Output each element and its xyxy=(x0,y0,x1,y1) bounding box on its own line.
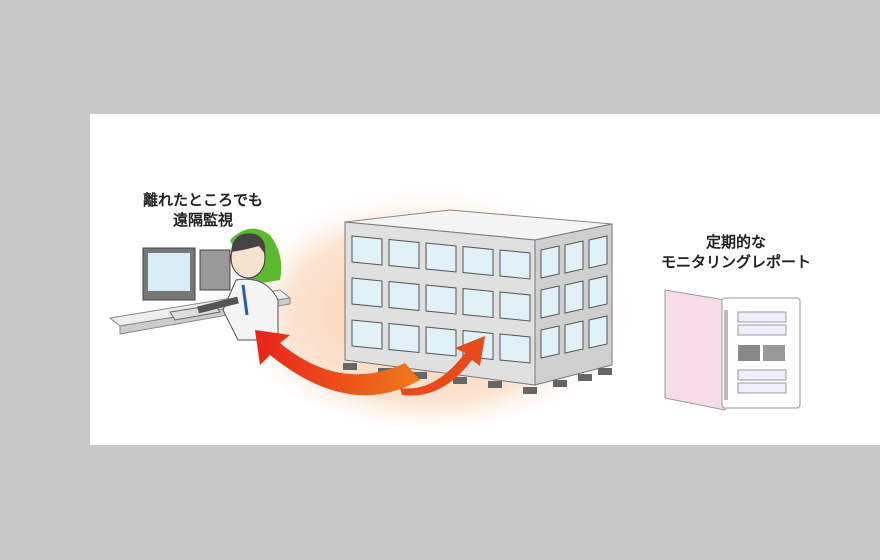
arrow-to-operator xyxy=(255,330,420,396)
window xyxy=(388,322,420,354)
window xyxy=(351,235,383,266)
window xyxy=(462,245,494,277)
caption-line: 遠隔監視 xyxy=(172,211,233,229)
window xyxy=(462,287,494,319)
remote-monitoring-caption: 離れたところでも 遠隔監視 xyxy=(118,190,288,230)
window xyxy=(499,291,531,322)
caption-line: モニタリングレポート xyxy=(660,253,811,271)
report-caption: 定期的な モニタリングレポート xyxy=(636,232,836,272)
window xyxy=(388,280,420,312)
window xyxy=(564,320,584,354)
window xyxy=(588,275,608,309)
seismic-isolator-pad xyxy=(488,381,502,388)
caption-line: 離れたところでも xyxy=(142,191,263,209)
remote-operator-scene xyxy=(108,228,292,341)
window xyxy=(388,238,420,270)
data-transfer-arrows xyxy=(255,330,485,396)
window xyxy=(588,315,608,349)
building xyxy=(343,209,613,394)
window xyxy=(425,284,457,315)
window xyxy=(351,277,383,308)
window xyxy=(499,249,531,280)
seismic-isolator-pad xyxy=(553,380,567,387)
seismic-isolator-pad xyxy=(598,368,612,375)
window xyxy=(499,333,531,364)
seismic-isolator-pad xyxy=(343,363,357,370)
window xyxy=(425,242,457,273)
seismic-isolator-pad xyxy=(523,387,537,394)
arrow-to-building xyxy=(400,336,485,396)
monitoring-report xyxy=(664,289,801,411)
seismic-isolator-pad xyxy=(413,372,427,379)
window xyxy=(351,319,383,350)
window xyxy=(425,326,457,357)
seismic-isolator-pad xyxy=(453,377,467,384)
window xyxy=(540,245,560,279)
seismic-isolator-pad xyxy=(578,374,592,381)
window xyxy=(564,280,584,314)
window xyxy=(588,235,608,269)
window xyxy=(540,325,560,359)
pc-tower-icon xyxy=(199,249,231,291)
window xyxy=(564,240,584,274)
caption-line: 定期的な xyxy=(705,233,766,251)
window xyxy=(540,285,560,319)
